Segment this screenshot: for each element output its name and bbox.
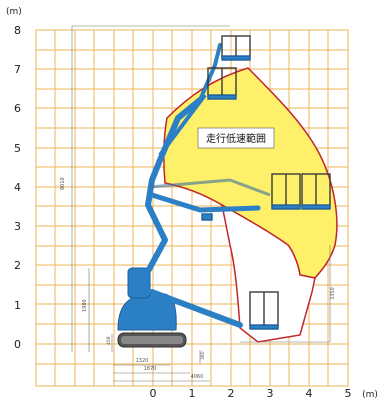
mid-boom	[149, 192, 261, 213]
dim-total-height: 8010	[60, 177, 66, 190]
y-tick-7: 7	[14, 63, 21, 76]
y-unit-label: (m)	[6, 7, 22, 17]
ghost-boom	[149, 178, 271, 197]
dim-d2: 1870	[144, 366, 157, 372]
dim-small: 380	[200, 351, 206, 360]
platform-bottom	[249, 291, 279, 330]
x-tick-1: 1	[189, 387, 196, 400]
track-detail	[121, 336, 183, 344]
boom-link	[158, 93, 207, 157]
x-tick-3: 3	[267, 387, 274, 400]
lower-reach-zone	[220, 203, 316, 343]
x-tick-4: 4	[306, 387, 313, 400]
platforms	[201, 35, 331, 330]
y-tick-6: 6	[14, 102, 21, 115]
x-unit-label: (m)	[362, 390, 378, 400]
main-boom	[143, 97, 203, 278]
dim-d3: 4060	[191, 374, 204, 380]
y-tick-0: 0	[14, 338, 21, 351]
dim-right-height: 3350	[330, 287, 336, 300]
y-tick-5: 5	[14, 142, 21, 155]
y-tick-8: 8	[14, 24, 21, 37]
zone-label-box	[197, 127, 275, 149]
y-axis: (m) 8 7 6 5 4 3 2 1 0	[6, 7, 22, 351]
platform-top	[221, 35, 251, 61]
x-axis: 0 1 2 3 4 5 (m)	[150, 387, 378, 400]
dim-base-height: 458	[106, 336, 112, 345]
dim-d1: 1320	[136, 358, 149, 364]
x-tick-0: 0	[150, 387, 157, 400]
upper-boom	[198, 43, 222, 102]
x-tick-5: 5	[345, 387, 352, 400]
y-tick-2: 2	[14, 259, 21, 272]
boom-joint	[201, 213, 213, 221]
y-tick-1: 1	[14, 299, 21, 312]
platform-upper	[207, 67, 237, 100]
low-speed-zone	[162, 67, 338, 279]
x-tick-2: 2	[228, 387, 235, 400]
dimension-lines	[71, 25, 331, 382]
platform-right-1	[271, 173, 301, 210]
y-tick-4: 4	[14, 181, 21, 194]
platform-right-2	[301, 173, 331, 210]
lower-reach-boom	[149, 289, 243, 328]
machine	[117, 43, 271, 348]
dim-mid-height: 1980	[82, 299, 88, 312]
y-tick-3: 3	[14, 220, 21, 233]
zone-label: 走行低速範囲	[206, 132, 266, 145]
